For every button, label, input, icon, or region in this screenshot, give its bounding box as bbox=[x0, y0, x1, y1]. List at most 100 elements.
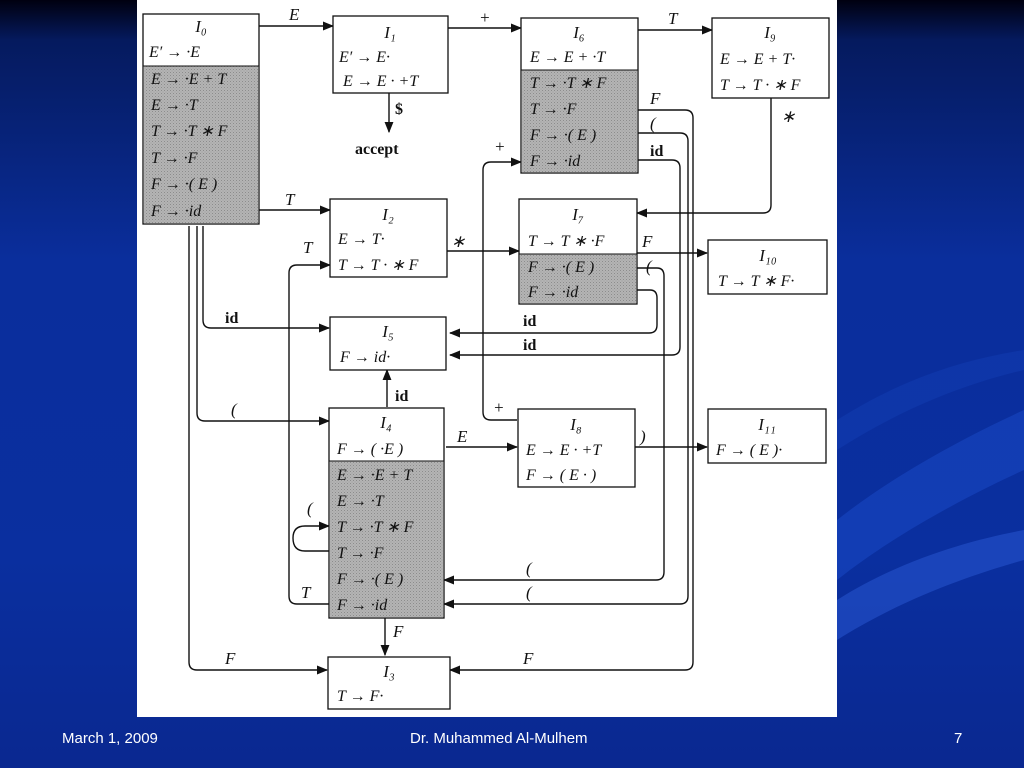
state-I6-item: E → E + ·T bbox=[529, 49, 606, 66]
state-I3-item: T → F· bbox=[337, 688, 383, 705]
state-I0-item: E → ·T bbox=[150, 97, 199, 114]
state-I0-item: F → ·( E ) bbox=[150, 176, 217, 193]
edge-I0-I4 bbox=[196, 226, 331, 426]
state-I4-item: E → ·E + T bbox=[336, 467, 413, 484]
state-I1-item: E → E · +T bbox=[342, 73, 419, 90]
state-I7: I₇ T → T ∗ ·F F → ·( E ) F → ·id bbox=[518, 198, 638, 305]
state-I4-item: F → ·id bbox=[336, 597, 388, 614]
state-I4-item: T → ·F bbox=[337, 545, 384, 562]
state-I2-title: I₂ bbox=[381, 205, 394, 224]
edge-label: F bbox=[641, 232, 653, 251]
edge-I0-I3 bbox=[188, 226, 329, 675]
state-I9-item: E → E + T· bbox=[719, 51, 795, 68]
state-I8: I₈ E → E · +T F → ( E · ) bbox=[517, 408, 636, 488]
edge-I9-I7 bbox=[635, 98, 772, 218]
edge-label: ( bbox=[650, 114, 657, 133]
transition-edges bbox=[188, 21, 772, 675]
state-I6-item: T → ·F bbox=[530, 101, 577, 118]
state-I7-item: F → ·( E ) bbox=[527, 259, 594, 276]
state-I0: I₀ E′ → ·E E → ·E + T E → ·T T → ·T ∗ F … bbox=[142, 13, 260, 225]
state-I7-item: F → ·id bbox=[527, 284, 579, 301]
edge-label: + bbox=[479, 8, 490, 27]
edge-labels: E + T $ F ( id + ∗ T T ∗ F ( id id id id… bbox=[224, 5, 795, 668]
edge-label: ( bbox=[646, 257, 653, 276]
state-I7-item: T → T ∗ ·F bbox=[528, 233, 605, 250]
edge-label: id bbox=[523, 313, 536, 330]
state-I7-title: I₇ bbox=[571, 205, 584, 224]
state-I1-title: I₁ bbox=[383, 23, 396, 42]
state-I4: I₄ F → ( ·E ) E → ·E + T E → ·T T → ·T ∗… bbox=[328, 407, 445, 619]
state-I5: I₅ F → id· bbox=[329, 316, 447, 371]
edge-label: T bbox=[668, 9, 679, 28]
edge-I7-I5 bbox=[448, 289, 658, 338]
edge-I7-I4 bbox=[442, 267, 665, 585]
edge-label: ∗ bbox=[451, 232, 465, 251]
edge-label: ( bbox=[307, 499, 314, 518]
state-I1: I₁ E′ → E· E → E · +T bbox=[332, 15, 449, 94]
edge-label: id bbox=[395, 388, 408, 405]
edge-label: + bbox=[494, 137, 505, 156]
edge-label: F bbox=[649, 89, 661, 108]
edge-label: E bbox=[456, 427, 468, 446]
edge-label: id bbox=[523, 337, 536, 354]
diagram-panel: I₀ E′ → ·E E → ·E + T E → ·T T → ·T ∗ F … bbox=[137, 0, 837, 717]
state-I0-item: E′ → ·E bbox=[148, 44, 200, 61]
edge-label: T bbox=[301, 583, 312, 602]
edge-I8-I6 bbox=[482, 157, 523, 421]
edge-label: id bbox=[225, 310, 238, 327]
edge-label: ( bbox=[526, 559, 533, 578]
state-I8-item: E → E · +T bbox=[525, 442, 602, 459]
state-I9: I₉ E → E + T· T → T · ∗ F bbox=[711, 17, 830, 99]
edge-label: $ bbox=[395, 101, 403, 118]
state-I1-item: E′ → E· bbox=[338, 49, 390, 66]
state-I2: I₂ E → T· T → T · ∗ F bbox=[329, 198, 448, 278]
state-I11-title: I₁₁ bbox=[757, 415, 775, 434]
edge-label: + bbox=[493, 398, 504, 417]
state-I6-item: F → ·id bbox=[529, 153, 581, 170]
state-I10-title: I₁₀ bbox=[758, 246, 777, 265]
state-I0-item: F → ·id bbox=[150, 203, 202, 220]
state-I5-item: F → id· bbox=[339, 349, 390, 366]
edge-label: ( bbox=[231, 400, 238, 419]
state-I0-item: T → ·F bbox=[151, 150, 198, 167]
state-I10-item: T → T ∗ F· bbox=[718, 273, 794, 290]
edge-label: T bbox=[303, 238, 314, 257]
accept-label: accept bbox=[355, 141, 399, 158]
state-I4-item: T → ·T ∗ F bbox=[337, 519, 414, 536]
state-I5-title: I₅ bbox=[381, 322, 394, 341]
edge-label: id bbox=[650, 143, 663, 160]
state-I4-item: F → ·( E ) bbox=[336, 571, 403, 588]
edge-I4-I2 bbox=[288, 260, 332, 605]
state-I8-title: I₈ bbox=[569, 415, 582, 434]
edge-I0-I5 bbox=[202, 226, 331, 333]
state-I0-item: E → ·E + T bbox=[150, 71, 227, 88]
state-I3-title: I₃ bbox=[382, 662, 395, 681]
edge-label: E bbox=[288, 5, 300, 24]
footer-date: March 1, 2009 bbox=[62, 730, 158, 747]
state-I6: I₆ E → E + ·T T → ·T ∗ F T → ·F F → ·( E… bbox=[520, 17, 639, 174]
state-I4-item: E → ·T bbox=[336, 493, 385, 510]
lr0-automaton-diagram: I₀ E′ → ·E E → ·E + T E → ·T T → ·T ∗ F … bbox=[142, 5, 830, 710]
state-I2-item: E → T· bbox=[337, 231, 385, 248]
state-I3: I₃ T → F· bbox=[327, 656, 451, 710]
edge-label: F bbox=[224, 649, 236, 668]
edge-label: F bbox=[522, 649, 534, 668]
state-I2-item: T → T · ∗ F bbox=[338, 257, 419, 274]
footer-page-number: 7 bbox=[954, 730, 963, 747]
state-I10: I₁₀ T → T ∗ F· bbox=[707, 239, 828, 295]
state-I9-title: I₉ bbox=[763, 23, 776, 42]
state-I0-title: I₀ bbox=[194, 17, 207, 36]
edge-I4-I4 bbox=[292, 521, 331, 552]
state-I0-item: T → ·T ∗ F bbox=[151, 123, 228, 140]
footer-author: Dr. Muhammed Al-Mulhem bbox=[410, 730, 588, 747]
state-I4-item: F → ( ·E ) bbox=[336, 441, 403, 458]
state-I6-item: F → ·( E ) bbox=[529, 127, 596, 144]
state-I6-title: I₆ bbox=[572, 23, 585, 42]
edge-I6-I4 bbox=[442, 132, 689, 609]
edge-label: ( bbox=[526, 583, 533, 602]
state-I11-item: F → ( E )· bbox=[715, 442, 782, 459]
state-I9-item: T → T · ∗ F bbox=[720, 77, 801, 94]
state-I8-item: F → ( E · ) bbox=[525, 467, 596, 484]
edge-label: F bbox=[392, 622, 404, 641]
